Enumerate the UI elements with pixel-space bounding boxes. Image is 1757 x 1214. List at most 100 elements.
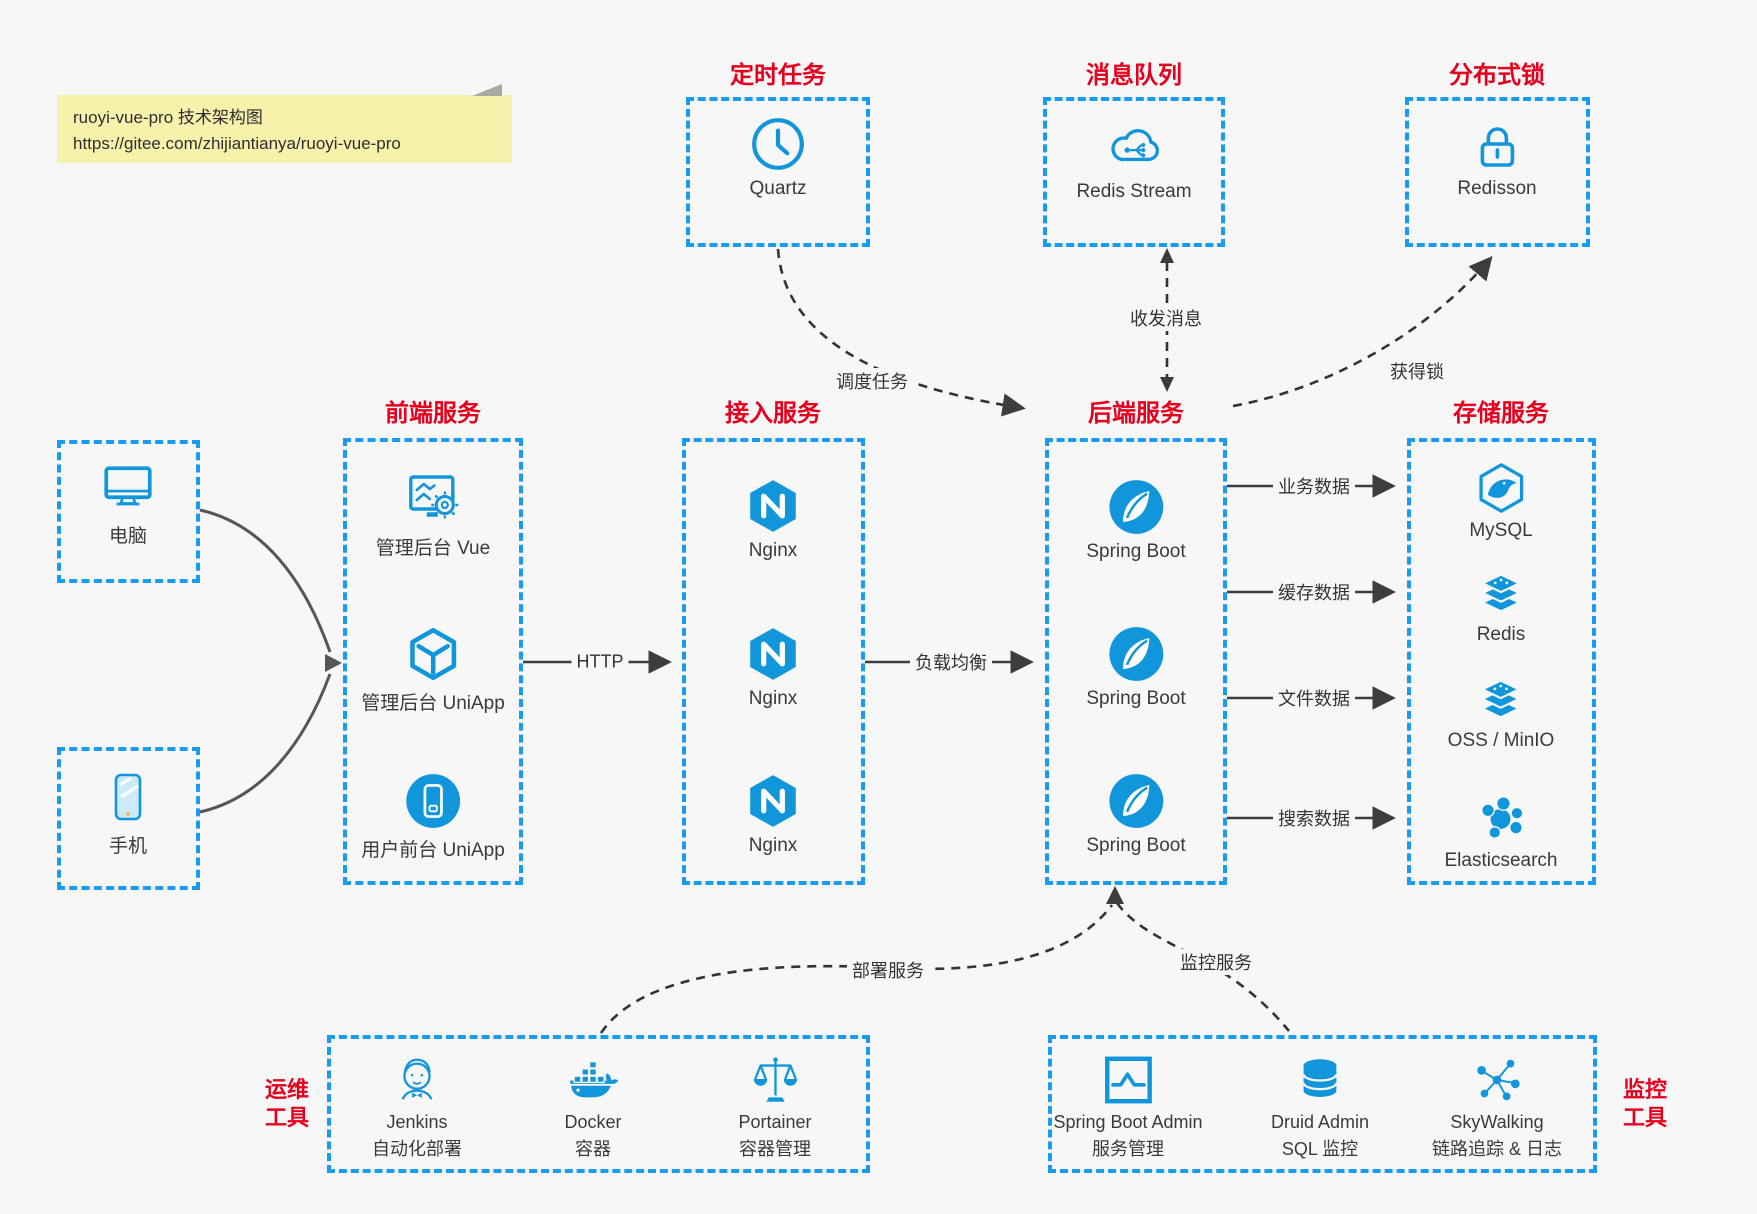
storage-item-redis: Redis [1474, 567, 1528, 646]
uniapp-cube-icon [409, 627, 456, 681]
item-sublabel: 服务管理 [1092, 1139, 1164, 1159]
ops-item-jenkins: Jenkins 自动化部署 [372, 1053, 462, 1161]
item-sublabel: 链路追踪 & 日志 [1431, 1139, 1563, 1159]
phone-icon [114, 773, 142, 821]
storage-item-oss: OSS / MinIO [1448, 673, 1554, 752]
edge-label-business: 业务数据 [1273, 473, 1355, 499]
portainer-scales-icon [753, 1057, 797, 1102]
edge-label-message: 收发消息 [1125, 305, 1207, 331]
monitoring-item-skywalking: SkyWalking 链路追踪 & 日志 [1432, 1053, 1562, 1161]
backend-item-spring-2: Spring Boot [1086, 625, 1186, 710]
item-label: Spring Boot Admin [1053, 1112, 1203, 1132]
pc-box [57, 440, 200, 583]
backend-item-spring-1: Spring Boot [1086, 478, 1186, 563]
mq-item: Redis Stream [1076, 118, 1192, 203]
mysql-icon [1479, 463, 1523, 513]
item-label: 电脑 [108, 526, 147, 547]
edge-label-schedule: 调度任务 [831, 368, 913, 394]
nginx-icon [750, 775, 796, 827]
lock-icon [1480, 127, 1514, 167]
frontend-item-admin-uniapp: 管理后台 UniApp [361, 625, 505, 715]
elasticsearch-icon [1480, 796, 1523, 839]
scheduler-group-box [686, 97, 870, 247]
gateway-item-nginx-1: Nginx [744, 477, 802, 562]
monitoring-group-title: 监控 工具 [1623, 1076, 1667, 1131]
note-url: https://gitee.com/zhijiantianya/ruoyi-vu… [73, 133, 401, 153]
ops-title-line1: 运维 [264, 1077, 310, 1102]
item-label: 用户前台 UniApp [361, 840, 505, 861]
item-label: Spring Boot [1086, 688, 1186, 709]
skywalking-graph-icon [1477, 1059, 1520, 1101]
frontend-item-user-uniapp: 用户前台 UniApp [361, 772, 505, 862]
edge-label-cache: 缓存数据 [1273, 579, 1355, 605]
item-label: Druid Admin [1270, 1112, 1370, 1132]
spring-boot-icon [1109, 627, 1163, 681]
note-title: ruoyi-vue-pro 技术架构图 [73, 108, 263, 127]
nginx-icon [750, 628, 796, 680]
item-label: SkyWalking [1450, 1112, 1544, 1132]
storage-group-box [1407, 438, 1596, 885]
admin-vue-icon [409, 475, 459, 519]
oss-stack-icon [1480, 679, 1522, 719]
item-label: 手机 [108, 836, 147, 857]
frontend-item-admin-vue: 管理后台 Vue [376, 470, 490, 560]
gateway-group-box [682, 438, 865, 885]
gateway-group-title: 接入服务 [725, 400, 821, 427]
monitoring-group-box [1048, 1035, 1597, 1173]
ops-title-line2: 工具 [264, 1104, 310, 1130]
edge-label-load-balance: 负载均衡 [910, 649, 992, 675]
nginx-icon [750, 480, 796, 532]
mq-group-box [1043, 97, 1225, 247]
pc-item: 电脑 [99, 462, 157, 548]
item-label: Docker [564, 1112, 622, 1132]
docker-icon [569, 1060, 618, 1098]
ops-item-portainer: Portainer 容器管理 [738, 1053, 812, 1161]
item-label: Nginx [748, 540, 798, 561]
edge-label-monitor: 监控服务 [1175, 949, 1257, 975]
edge-label-file: 文件数据 [1273, 685, 1355, 711]
ops-group-title: 运维 工具 [265, 1076, 309, 1131]
item-label: Portainer [738, 1112, 812, 1132]
lock-item: Redisson [1457, 117, 1537, 200]
monitoring-title-line1: 监控 [1622, 1077, 1668, 1102]
storage-item-elasticsearch: Elasticsearch [1445, 791, 1558, 872]
edge-label-deploy: 部署服务 [847, 957, 929, 983]
frontend-group-title: 前端服务 [385, 400, 481, 427]
item-label: Spring Boot [1086, 835, 1186, 856]
storage-group-title: 存储服务 [1453, 400, 1549, 427]
lock-group-title: 分布式锁 [1449, 62, 1545, 89]
item-label: Redis [1476, 624, 1526, 645]
item-label: Redisson [1457, 178, 1537, 199]
gateway-item-nginx-2: Nginx [744, 625, 802, 710]
cloud-stream-icon [1110, 129, 1159, 162]
monitoring-item-springbootadmin: Spring Boot Admin 服务管理 [1053, 1053, 1203, 1161]
spring-boot-icon [1109, 480, 1163, 534]
scheduler-item: Quartz [749, 115, 807, 200]
item-label: Quartz [749, 178, 807, 199]
edge-label-search: 搜索数据 [1273, 805, 1355, 831]
druid-database-icon [1302, 1059, 1338, 1097]
item-sublabel: 容器 [574, 1139, 611, 1159]
mobile-item: 手机 [100, 770, 156, 858]
spring-boot-icon [1109, 774, 1163, 828]
mobile-box [57, 747, 200, 890]
item-label: Elasticsearch [1444, 850, 1558, 871]
item-sublabel: 容器管理 [738, 1139, 811, 1159]
item-label: Redis Stream [1076, 181, 1192, 202]
item-label: MySQL [1469, 520, 1533, 541]
ops-item-docker: Docker 容器 [564, 1053, 622, 1161]
clock-icon [752, 118, 804, 170]
backend-group-title: 后端服务 [1088, 400, 1184, 427]
jenkins-icon [401, 1058, 433, 1100]
lock-group-box [1405, 97, 1590, 247]
gateway-item-nginx-3: Nginx [744, 772, 802, 857]
item-sublabel: SQL 监控 [1281, 1139, 1359, 1159]
backend-group-box [1045, 438, 1227, 885]
mq-group-title: 消息队列 [1086, 62, 1182, 89]
monitoring-title-line2: 工具 [1622, 1104, 1668, 1130]
note-fold [472, 84, 502, 96]
sticky-note: ruoyi-vue-pro 技术架构图 https://gitee.com/zh… [57, 84, 512, 163]
item-label: Spring Boot [1086, 541, 1186, 562]
redis-stack-icon [1480, 573, 1522, 613]
